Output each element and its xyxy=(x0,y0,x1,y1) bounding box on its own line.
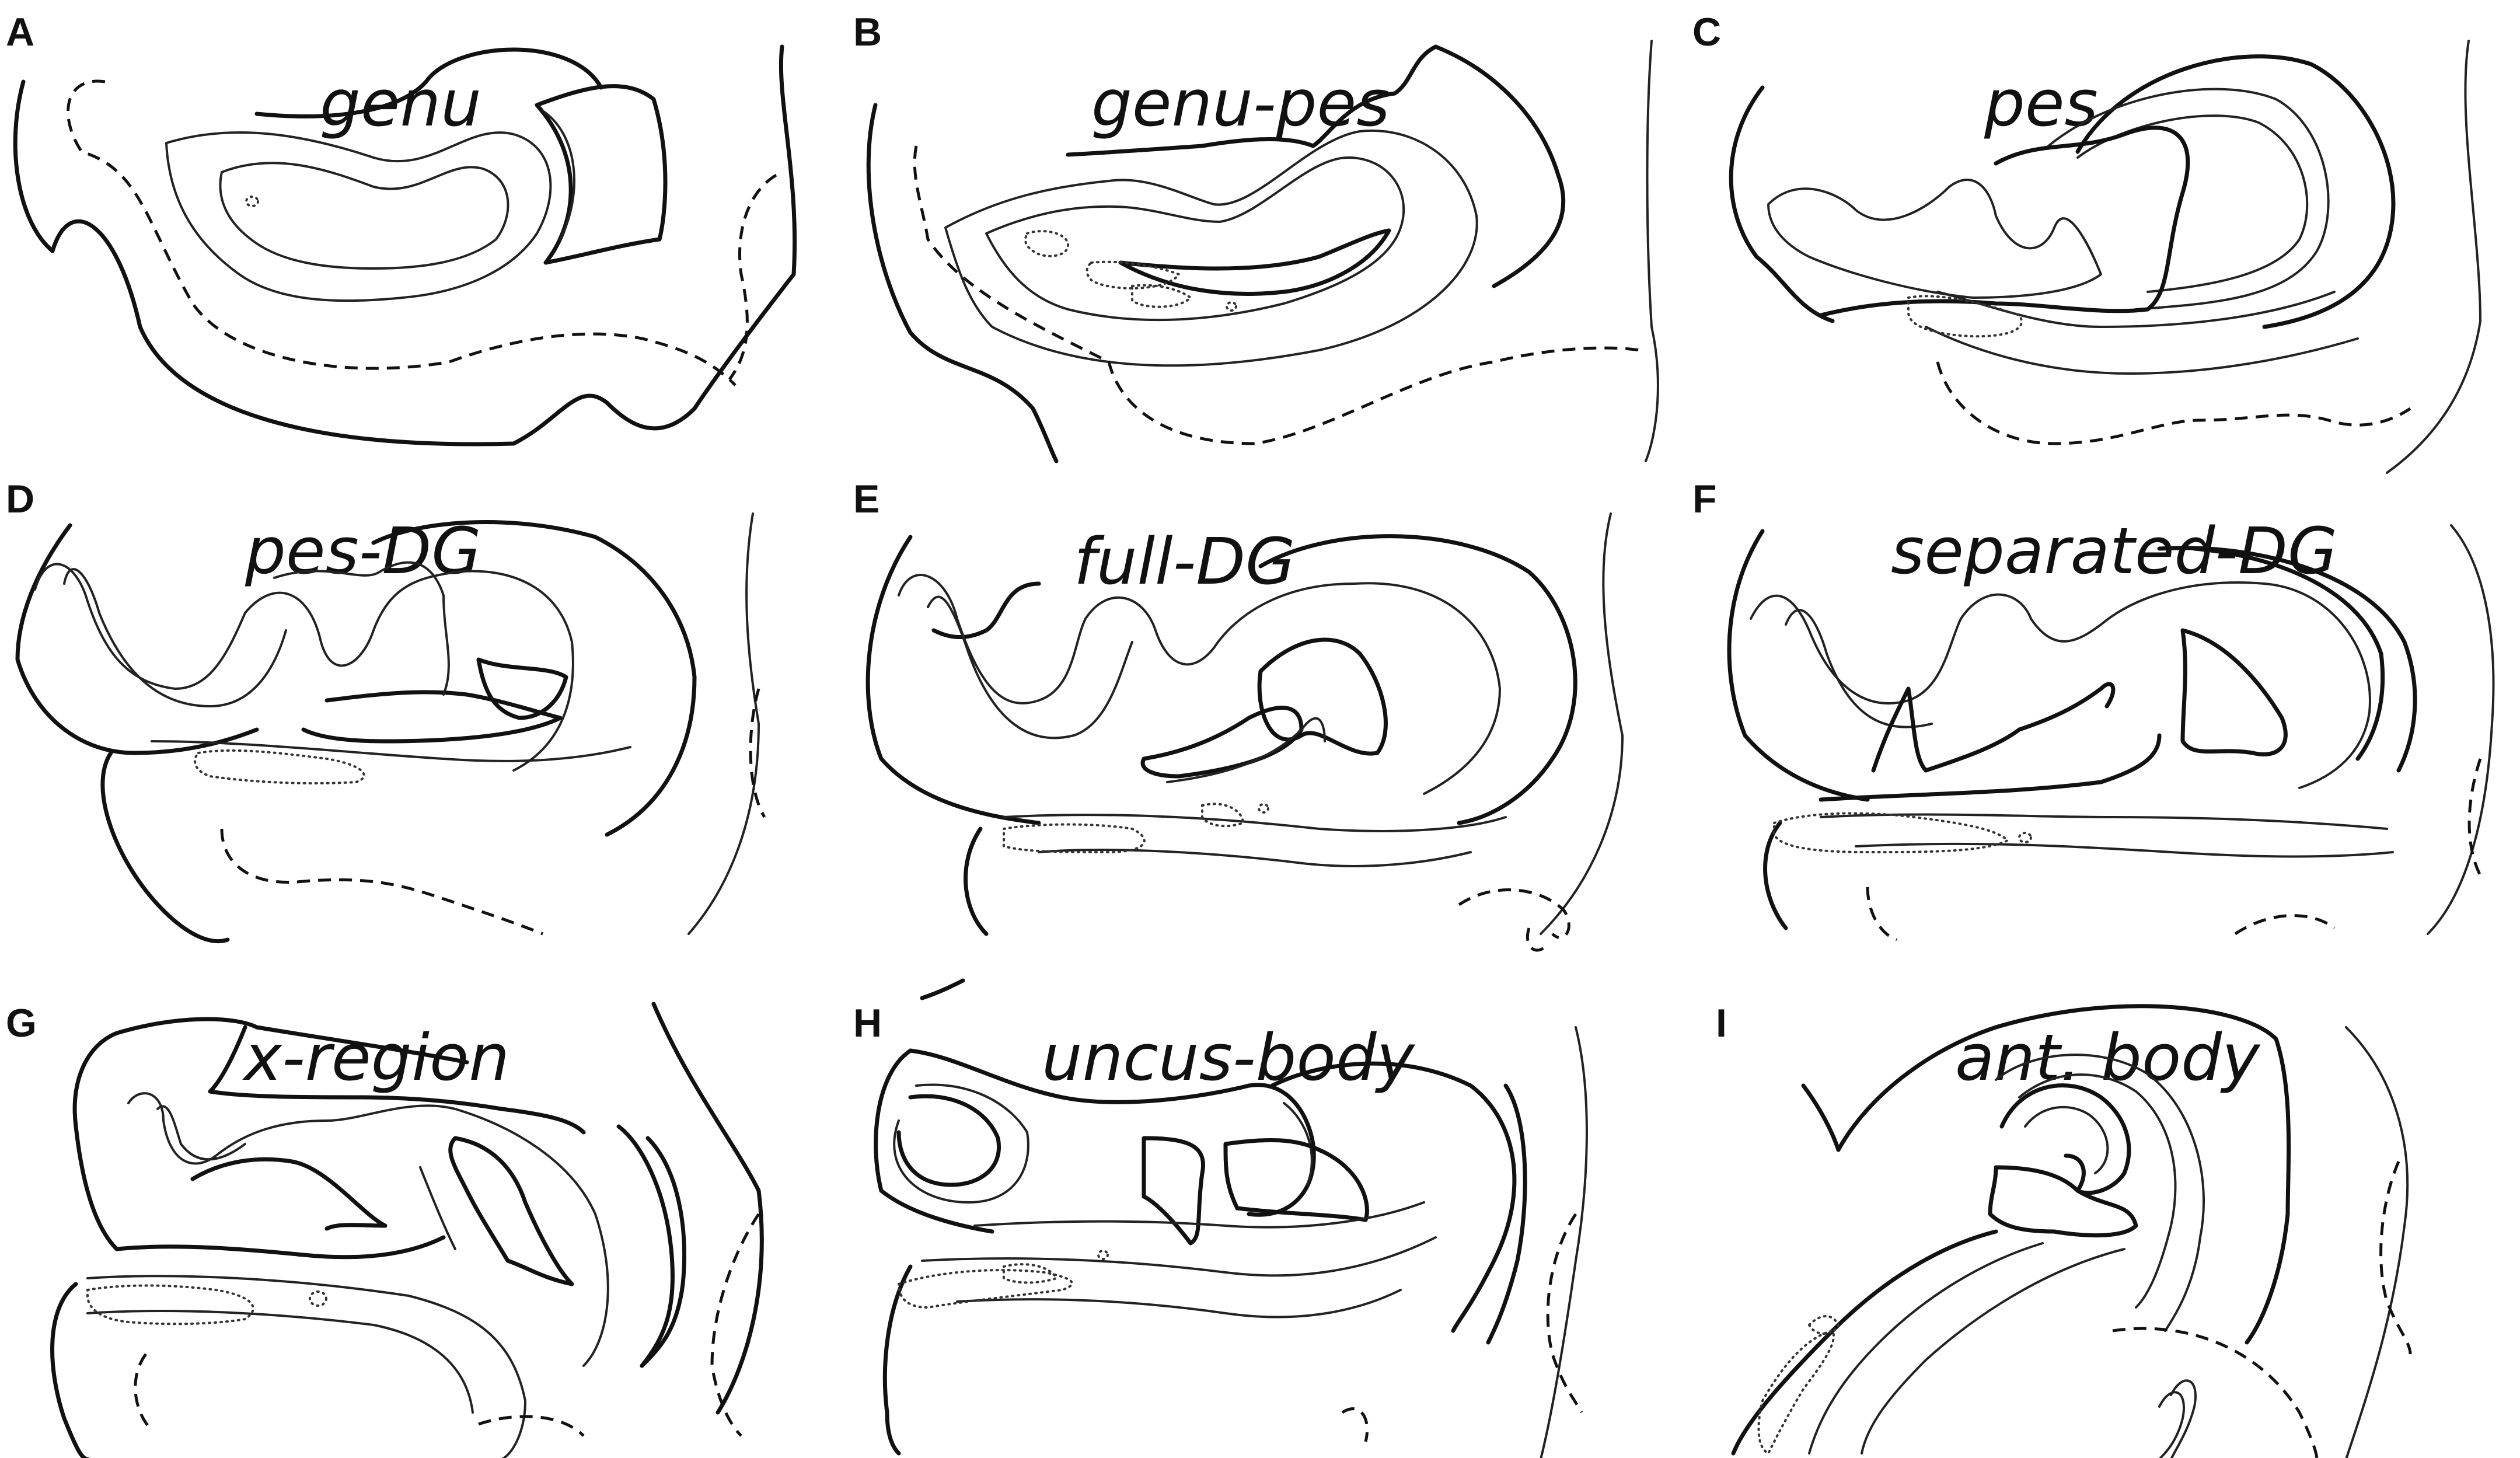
section-drawing-f xyxy=(1727,524,2495,941)
panel-title-h: uncus-body xyxy=(1042,1020,1416,1095)
panel-title-c: pes xyxy=(1984,66,2098,141)
panel-letter-f: F xyxy=(1692,477,1717,521)
panel-g: G x-region xyxy=(6,1001,764,1458)
panel-letter-c: C xyxy=(1692,10,1721,54)
panel-letter-h: H xyxy=(853,1001,882,1045)
panel-letter-g: G xyxy=(6,1001,37,1045)
section-drawing-a xyxy=(13,44,797,447)
section-drawing-g xyxy=(50,1002,764,1458)
panel-letter-d: D xyxy=(6,477,34,521)
panel-d: D pes-DG xyxy=(6,477,766,944)
panel-title-f: separated-DG xyxy=(1891,514,2337,588)
panel-a: A genu xyxy=(6,10,797,447)
panel-e: E full-DG xyxy=(853,477,1624,952)
panel-i: I ant. body xyxy=(1716,1001,2412,1458)
section-drawing-i xyxy=(1731,1004,2412,1458)
section-drawing-b xyxy=(866,40,1659,463)
panel-b: B genu-pes xyxy=(853,10,1659,463)
section-drawing-c xyxy=(1729,40,2481,474)
panel-title-e: full-DG xyxy=(1074,524,1295,599)
panel-c: C pes xyxy=(1692,10,2481,474)
section-drawing-e xyxy=(865,512,1624,952)
panel-title-b: genu-pes xyxy=(1091,66,1390,141)
panel-letter-a: A xyxy=(6,10,34,54)
panel-title-a: genu xyxy=(320,66,481,141)
panel-letter-i: I xyxy=(1716,1001,1727,1045)
section-drawing-d xyxy=(15,512,766,944)
panel-letter-b: B xyxy=(853,10,882,54)
section-drawing-h xyxy=(874,978,1588,1458)
panel-letter-e: E xyxy=(853,477,879,521)
panel-h: H uncus-body xyxy=(853,978,1588,1458)
panel-f: F separated-DG xyxy=(1692,477,2495,941)
